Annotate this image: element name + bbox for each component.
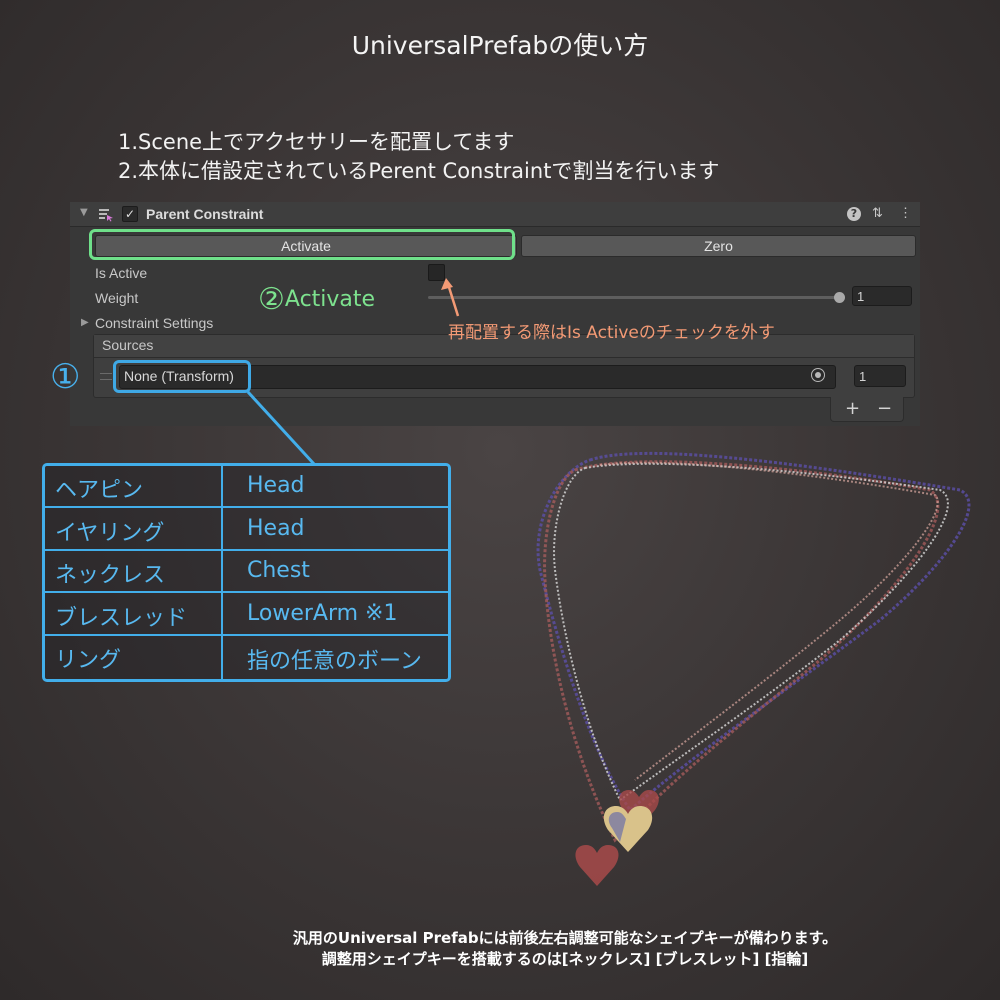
weight-slider[interactable] bbox=[428, 292, 845, 303]
bone-name: Head bbox=[247, 515, 305, 541]
source-transform-field[interactable]: None (Transform) bbox=[119, 365, 836, 389]
component-title: Parent Constraint bbox=[146, 206, 264, 222]
page-title: UniversalPrefabの使い方 bbox=[351, 31, 649, 60]
activate-button[interactable]: Activate bbox=[95, 235, 517, 257]
component-enabled-checkbox[interactable]: ✓ bbox=[122, 206, 138, 222]
remove-source-button[interactable]: − bbox=[877, 398, 893, 419]
footer-line-2: 調整用シェイプキーを搭載するのは[ネックレス] [ブレスレット] [指輪] bbox=[321, 950, 809, 968]
table-row: イヤリング Head bbox=[45, 509, 448, 551]
table-divider bbox=[221, 466, 223, 679]
accessory-name: ブレスレッド bbox=[55, 605, 188, 631]
is-active-note: 再配置する際はIs Activeのチェックを外す bbox=[448, 323, 775, 343]
accessory-name: イヤリング bbox=[55, 520, 165, 546]
sources-list: Sources None (Transform) 1 bbox=[93, 334, 915, 398]
foldout-arrow-icon[interactable]: ▼ bbox=[80, 207, 88, 218]
constraint-settings-label[interactable]: Constraint Settings bbox=[95, 315, 214, 331]
drag-handle-icon[interactable] bbox=[100, 373, 112, 380]
table-row: ヘアピン Head bbox=[45, 466, 448, 508]
object-picker-icon[interactable] bbox=[811, 368, 825, 382]
table-row: リング 指の任意のボーン bbox=[45, 636, 448, 678]
intro-line-1: 1.Scene上でアクセサリーを配置してます bbox=[118, 130, 515, 154]
is-active-label: Is Active bbox=[95, 265, 148, 281]
bone-mapping-table: ヘアピン Head イヤリング Head ネックレス Chest ブレスレッド LowerAr… bbox=[42, 463, 451, 682]
component-header: ▼ ✓ Parent Constraint ? ⇅ ⋮ bbox=[70, 202, 920, 227]
step1-number: ① bbox=[50, 357, 81, 397]
step2-label: ②Activate bbox=[258, 282, 375, 317]
constraint-settings-foldout-icon[interactable]: ▶ bbox=[81, 317, 89, 328]
weight-label: Weight bbox=[95, 290, 139, 306]
constraint-component-icon bbox=[99, 209, 113, 222]
table-row: ブレスレッド LowerArm ※1 bbox=[45, 594, 448, 636]
bone-name: 指の任意のボーン bbox=[247, 649, 422, 675]
bone-name: Chest bbox=[247, 558, 310, 584]
necklace-render bbox=[536, 451, 971, 886]
list-footer: + − bbox=[830, 397, 904, 422]
weight-slider-thumb[interactable] bbox=[834, 292, 845, 303]
transform-highlight-box bbox=[113, 360, 251, 393]
is-active-checkbox[interactable] bbox=[428, 264, 445, 281]
step2-text: Activate bbox=[284, 287, 376, 312]
footer-line-1: 汎用のUniversal Prefabには前後左右調整可能なシェイプキーが備わり… bbox=[292, 929, 838, 947]
sources-label: Sources bbox=[102, 337, 154, 353]
callout-arrow-icon bbox=[441, 278, 460, 317]
sources-header: Sources bbox=[94, 335, 914, 358]
step2-number: ② bbox=[258, 282, 285, 317]
presets-icon[interactable]: ⇅ bbox=[872, 205, 883, 220]
weight-value-field[interactable]: 1 bbox=[852, 286, 912, 306]
help-icon[interactable]: ? bbox=[847, 207, 861, 221]
source-weight-field[interactable]: 1 bbox=[854, 365, 906, 387]
source-transform-value: None (Transform) bbox=[124, 368, 234, 384]
inspector-panel: ▼ ✓ Parent Constraint ? ⇅ ⋮ Activate Zer… bbox=[70, 202, 920, 426]
kebab-menu-icon[interactable]: ⋮ bbox=[899, 205, 912, 220]
activate-highlight-box bbox=[89, 229, 515, 260]
bone-name: LowerArm ※1 bbox=[247, 600, 398, 626]
accessory-name: ヘアピン bbox=[55, 478, 144, 503]
add-source-button[interactable]: + bbox=[845, 398, 861, 419]
accessory-name: リング bbox=[55, 648, 122, 674]
zero-button[interactable]: Zero bbox=[521, 235, 916, 257]
intro-line-2: 2.本体に借設定されているPerent Constraintで割当を行います bbox=[118, 159, 720, 183]
bone-name: Head bbox=[247, 473, 305, 498]
table-row: ネックレス Chest bbox=[45, 551, 448, 594]
accessory-name: ネックレス bbox=[55, 563, 166, 589]
